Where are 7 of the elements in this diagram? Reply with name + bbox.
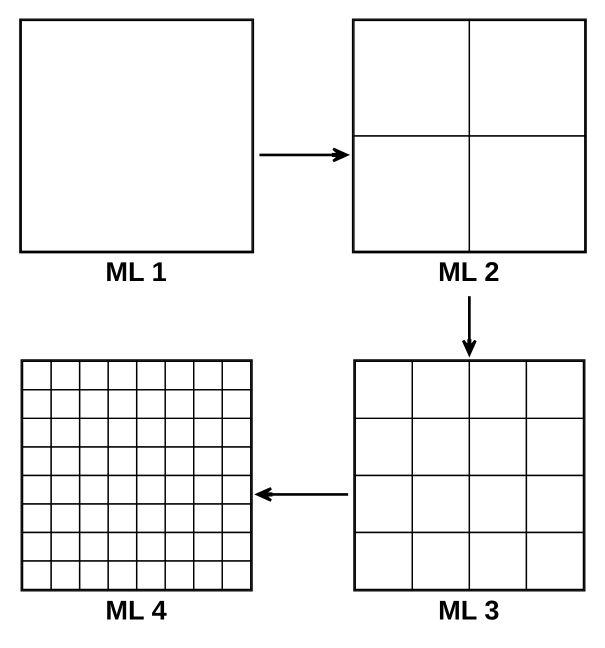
- arrow: [258, 147, 348, 162]
- arrow: [256, 486, 348, 502]
- node-label: ML 3: [438, 594, 499, 626]
- node-label: ML 1: [104, 256, 166, 288]
- arrow: [461, 296, 476, 356]
- node-label: ML 2: [438, 256, 499, 288]
- node-label: ML 4: [104, 594, 166, 626]
